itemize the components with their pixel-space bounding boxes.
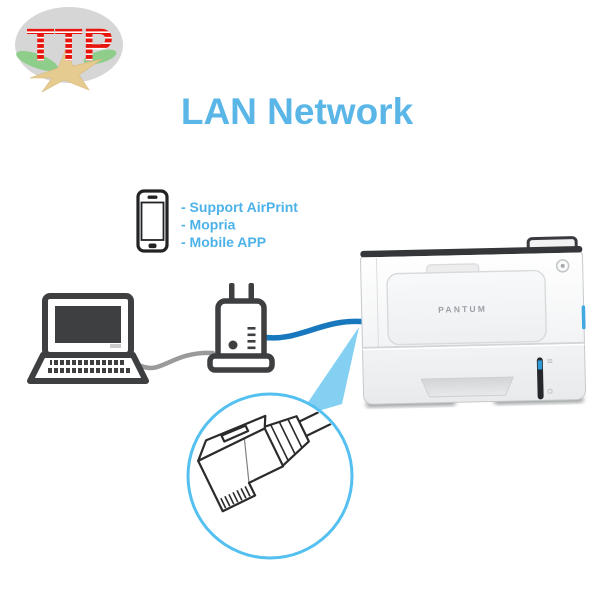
laptop-screen	[55, 306, 121, 343]
feature-item-mopria: - Mopria	[181, 217, 236, 233]
rj45-latch	[220, 424, 250, 443]
router-base	[207, 353, 275, 373]
page-title: LAN Network	[181, 91, 414, 132]
printer-paper-level-indicator	[536, 357, 553, 400]
feature-list: - Support AirPrint - Mopria - Mobile APP	[181, 199, 298, 250]
phone-speaker-icon	[147, 195, 158, 199]
printer-tray-handle-recess	[420, 376, 514, 398]
printer-divider	[362, 341, 585, 349]
laptop-icon	[27, 293, 149, 384]
rj45-fold-line	[243, 439, 250, 483]
logo-text: TTP	[27, 19, 114, 71]
callout-wedge	[298, 327, 359, 417]
printer-top-strip	[360, 246, 583, 258]
phone-screen	[140, 201, 165, 241]
laptop-keyboard-row1	[50, 360, 126, 366]
printer-brand-label: PANTUM	[438, 304, 487, 315]
router-icon	[207, 283, 275, 373]
printer-side-accent	[581, 305, 586, 330]
printer-power-dot	[560, 263, 565, 268]
rj45-boot-ridge	[270, 424, 290, 462]
logo-leaf-left-icon	[16, 51, 58, 71]
laptop-router-cable	[138, 350, 216, 371]
printer-divider-highlight	[362, 343, 585, 351]
laptop-screen-dash	[110, 344, 121, 348]
printer-top-highlight	[362, 252, 581, 260]
laptop-keyboard-row2	[46, 368, 130, 374]
rj45-boot-ridge	[278, 421, 296, 455]
logo-leaf-right-icon	[83, 49, 117, 65]
printer-output-tray-panel	[386, 269, 547, 346]
smartphone-icon	[136, 189, 169, 253]
logo-star-icon	[29, 48, 103, 93]
phone-home-button-icon	[148, 243, 157, 249]
rj45-pins	[220, 486, 251, 509]
printer-left-seam	[375, 258, 379, 348]
feature-item-mobile-app: - Mobile APP	[181, 234, 266, 250]
router-status-leds	[247, 327, 256, 350]
ttp-logo: TTP	[15, 7, 123, 93]
router-power-led	[228, 340, 238, 350]
feature-item-airprint: - Support AirPrint	[181, 199, 298, 215]
printer-illustration: PANTUM	[360, 236, 587, 408]
rj45-boot-ridge	[287, 418, 303, 448]
router-body	[215, 298, 267, 364]
router-printer-cable	[259, 318, 369, 341]
